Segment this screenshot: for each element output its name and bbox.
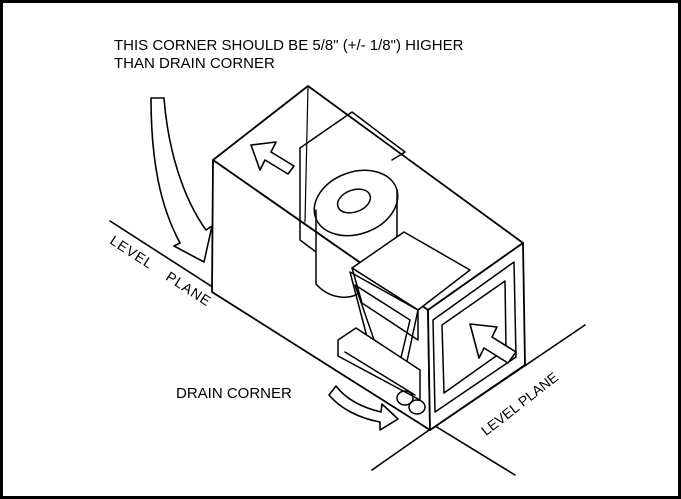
drain-curved-arrow-icon [328, 385, 399, 431]
corner-height-note-line2: THAN DRAIN CORNER [114, 55, 275, 72]
coil-assembly [337, 231, 471, 401]
top-face-arrow-icon [250, 141, 295, 175]
blower-housing [299, 111, 406, 298]
corner-curved-arrow-icon [150, 97, 213, 263]
drain-corner-label: DRAIN CORNER [176, 385, 292, 402]
end-face-arrow-icon [469, 323, 517, 364]
corner-height-note-line1: THIS CORNER SHOULD BE 5/8" (+/- 1/8") HI… [114, 37, 464, 54]
drain-fittings [396, 390, 426, 415]
